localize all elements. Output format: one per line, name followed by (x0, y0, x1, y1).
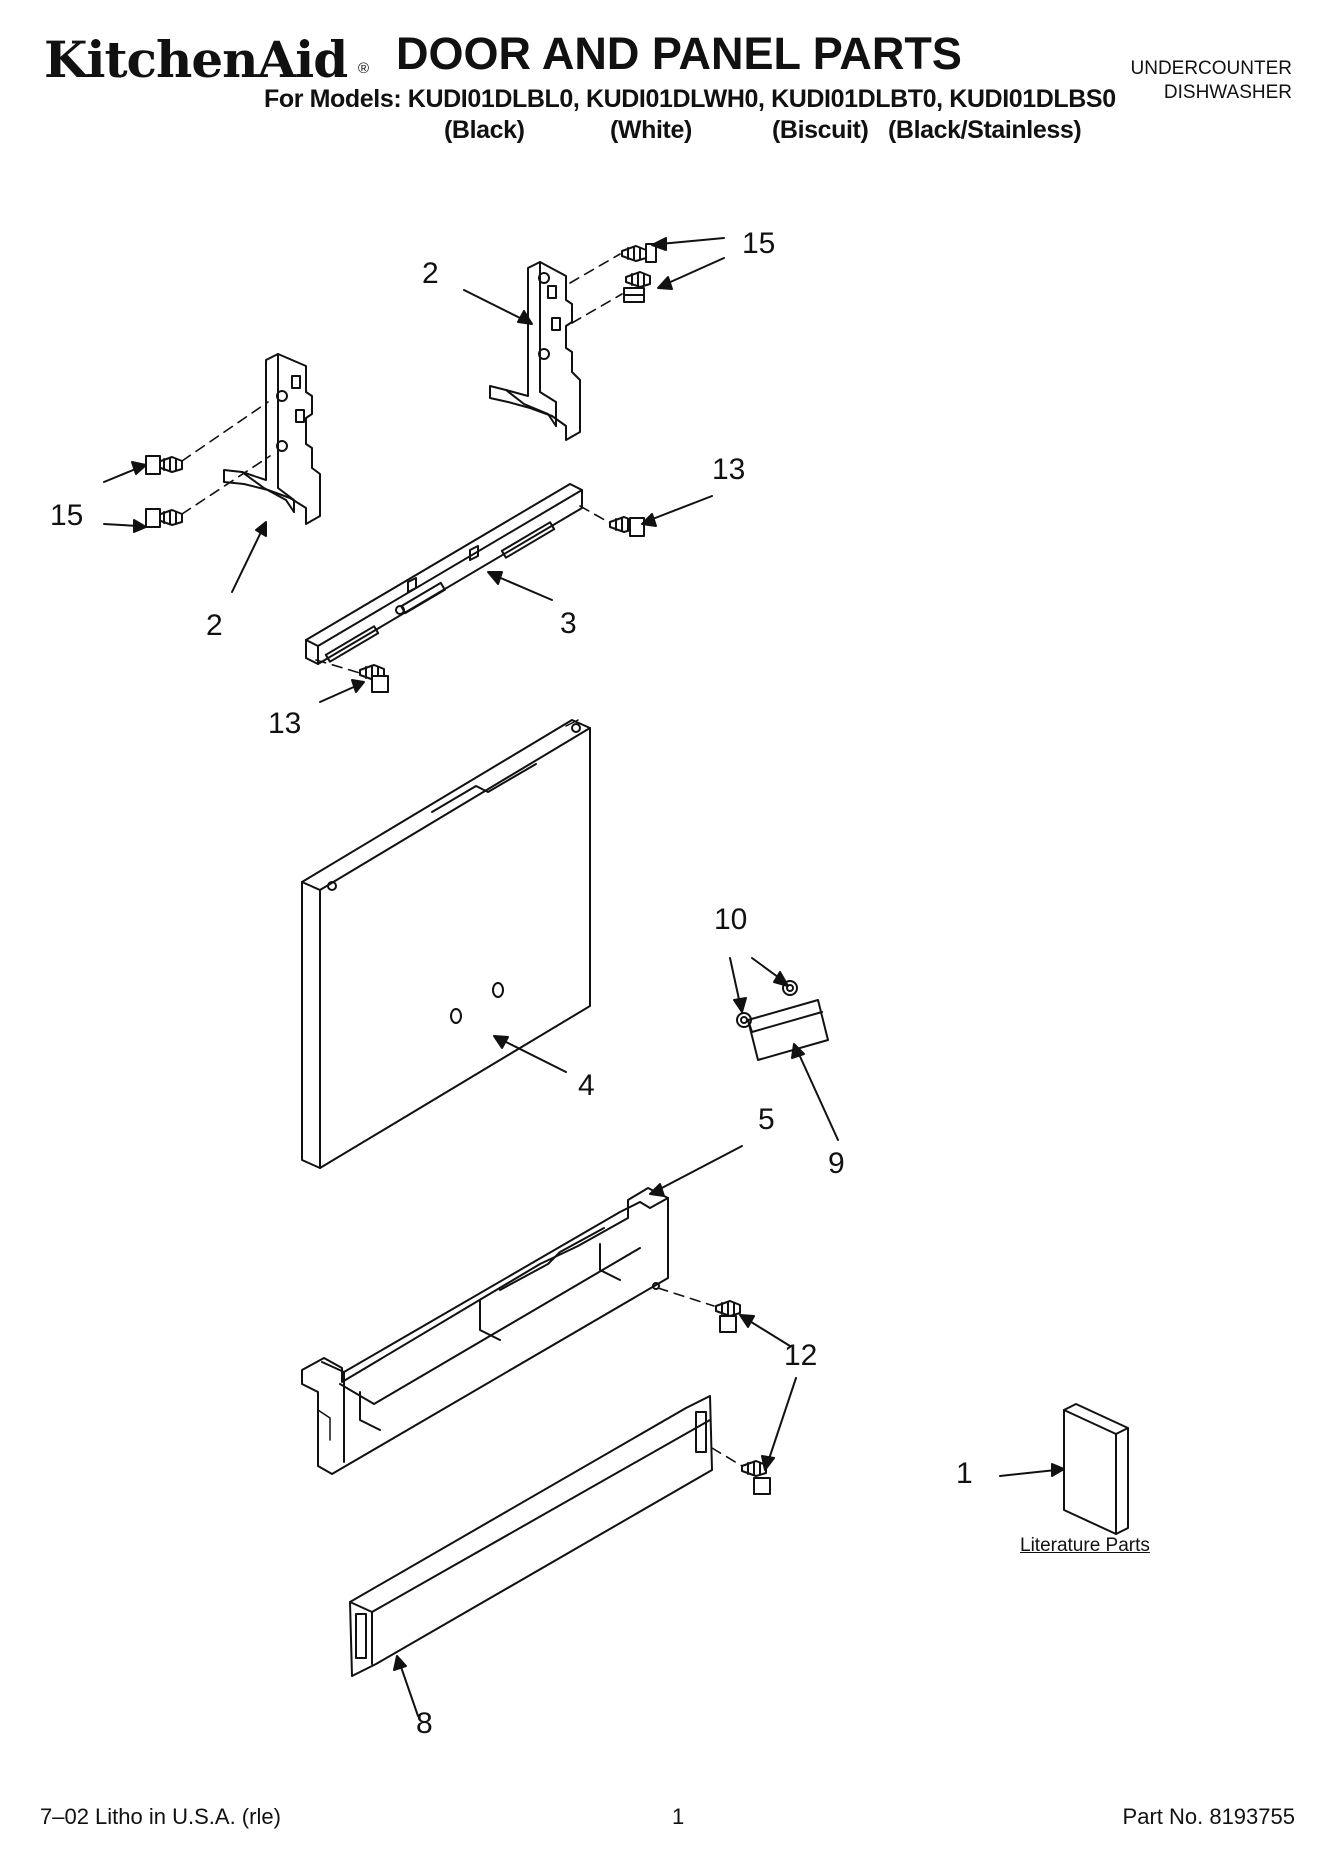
door-handle (747, 999, 829, 1061)
callout-2-upper: 2 (422, 257, 439, 290)
callout-15-upper: 15 (742, 227, 776, 260)
callout-8: 8 (416, 1707, 433, 1740)
color-biscuit: (Biscuit) (772, 116, 869, 144)
callout-13-left: 13 (268, 707, 302, 740)
leader-arrows (103, 237, 1065, 1717)
color-black: (Black) (444, 116, 525, 144)
screw-15-upper-a (621, 243, 657, 263)
product-type-line1: UNDERCOUNTER (1130, 58, 1293, 79)
literature-booklet (1063, 1403, 1129, 1535)
hinge-bracket-upper (489, 261, 581, 441)
callout-2-lower: 2 (206, 609, 223, 642)
callout-12: 12 (784, 1339, 818, 1372)
callout-5: 5 (758, 1103, 775, 1136)
callout-1: 1 (956, 1457, 973, 1490)
color-black-stainless: (Black/Stainless) (888, 116, 1082, 144)
callout-13-right: 13 (712, 453, 746, 486)
screw-13-left (359, 664, 389, 693)
callout-15-left: 15 (50, 499, 84, 532)
product-type-line2: DISHWASHER (1163, 82, 1292, 103)
screw-13-right (609, 516, 645, 537)
registered-mark: ® (358, 60, 370, 77)
litho-note: 7–02 Litho in U.S.A. (rle) (40, 1804, 281, 1829)
brand-logo: KitchenAid (44, 30, 348, 89)
callout-9: 9 (828, 1147, 845, 1180)
screw-15-left-b (145, 508, 183, 528)
color-white: (White) (610, 116, 692, 144)
mounting-rail (305, 483, 583, 665)
part-number: Part No. 8193755 (1122, 1804, 1295, 1829)
screw-15-left-a (145, 455, 183, 475)
screw-15-upper-b (623, 271, 651, 303)
door-panel (301, 719, 591, 1169)
callout-3: 3 (560, 607, 577, 640)
nut-10-a (736, 1012, 752, 1028)
literature-parts-label: Literature Parts (1020, 1535, 1150, 1556)
page-number: 1 (672, 1804, 685, 1829)
models-line: For Models: KUDI01DLBL0, KUDI01DLWH0, KU… (264, 85, 1116, 113)
nut-10-b (782, 980, 798, 996)
callout-4: 4 (578, 1069, 595, 1102)
hinge-bracket-left (223, 353, 321, 525)
page-title: DOOR AND PANEL PARTS (396, 28, 962, 79)
kick-plate (349, 1395, 713, 1677)
screw-12-upper (715, 1300, 741, 1333)
toe-panel (301, 1187, 669, 1475)
callout-10: 10 (714, 903, 748, 936)
screw-12-lower (741, 1460, 771, 1495)
